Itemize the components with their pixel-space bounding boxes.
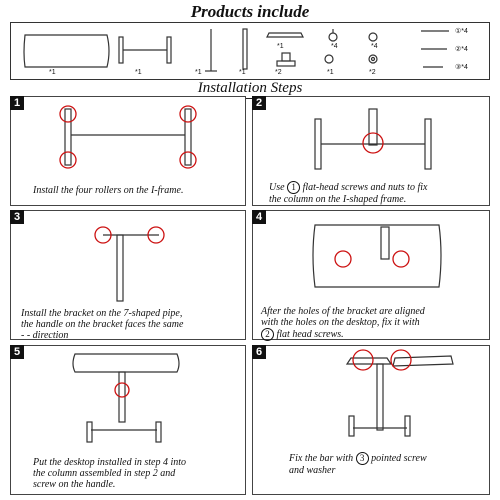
step-caption: After the holes of the bracket are align… (261, 306, 425, 317)
step-number: 1 (10, 96, 24, 110)
nut-icon (368, 32, 378, 42)
step-panel-3: 3 Install the bracket on the 7-shaped pi… (10, 210, 246, 341)
screw-number-badge: 1 (287, 181, 301, 194)
step-caption: with the holes on the desktop, fix it wi… (261, 317, 420, 328)
i-frame-icon (118, 36, 172, 64)
tabletop-icon (23, 34, 110, 68)
step-panel-6: 6 Fix the bar with 3 pointed screw and w… (252, 345, 490, 495)
step-number: 6 (252, 345, 266, 359)
part-qty: *1 (135, 69, 142, 76)
step-caption: Install the four rollers on the I-frame. (33, 185, 184, 196)
step-panel-2: 2 Use 1 flat-head screws and nuts to fix… (252, 96, 490, 206)
step-caption: Use (269, 182, 285, 193)
step-caption: screw on the handle. (33, 479, 116, 490)
step-caption: Fix the bar with (289, 453, 354, 464)
part-qty: *1 (195, 69, 202, 76)
parts-illustration (23, 28, 449, 72)
step2-illustration (314, 108, 432, 170)
step-number: 2 (252, 96, 266, 110)
part-qty: *1 (277, 43, 284, 50)
step-caption: the column on the I-shaped frame. (269, 194, 407, 205)
screw-icon (421, 30, 449, 68)
steps-title: Installation Steps (197, 80, 303, 96)
bracket-icon (266, 32, 304, 38)
column-icon (205, 29, 217, 72)
step6-illustration (345, 349, 454, 437)
part-qty: *2 (275, 69, 282, 76)
step-caption: Put the desktop installed in step 4 into (33, 457, 187, 468)
screw-number-badge: 2 (261, 328, 274, 341)
part-qty: ③*4 (455, 64, 468, 71)
seven-pipe-icon (242, 28, 248, 70)
part-qty: *2 (369, 69, 376, 76)
step-number: 4 (252, 210, 266, 224)
step-panel-4: 4 After the holes of the bracket are ali… (252, 210, 490, 341)
washer-icon (368, 54, 378, 64)
part-qty: *4 (371, 43, 378, 50)
step-caption: flat head screws. (276, 329, 344, 340)
part-qty: *1 (327, 69, 334, 76)
step-caption: the column assembled in step 2 and (33, 468, 176, 479)
handle-icon (276, 52, 296, 67)
step4-illustration (312, 224, 442, 288)
step-caption: - - direction (21, 330, 69, 341)
screw-number-badge: 3 (355, 452, 369, 465)
products-title: Products include (190, 2, 310, 21)
step-caption: the handle on the bracket faces the same (21, 319, 184, 330)
step-panel-5: 5 Put the desktop installed in step 4 in… (10, 345, 246, 495)
part-qty: ①*4 (455, 28, 468, 35)
step5-illustration (72, 353, 180, 443)
step1-illustration (59, 105, 197, 169)
part-qty: *1 (239, 69, 246, 76)
step-panel-1: 1 Install the four rollers on the I-fram… (10, 96, 246, 206)
step-caption: Install the bracket on the 7-shaped pipe… (21, 308, 183, 319)
knob-icon (324, 54, 334, 64)
step3-illustration (94, 226, 165, 302)
part-qty: *4 (331, 43, 338, 50)
part-qty: *1 (49, 69, 56, 76)
step-number: 3 (10, 210, 24, 224)
step-caption: flat-head screws and nuts to fix (302, 182, 428, 193)
step-caption: pointed screw (371, 453, 427, 464)
roller-icon (328, 29, 338, 42)
step-number: 5 (10, 345, 24, 359)
parts-list: *1 *1 *1 *1 *1 *2 *4 *1 *4 *2 ①*4 ②*4 ③*… (10, 22, 490, 80)
divider (10, 98, 490, 99)
part-qty: ②*4 (455, 46, 468, 53)
step-caption: and washer (289, 465, 336, 476)
